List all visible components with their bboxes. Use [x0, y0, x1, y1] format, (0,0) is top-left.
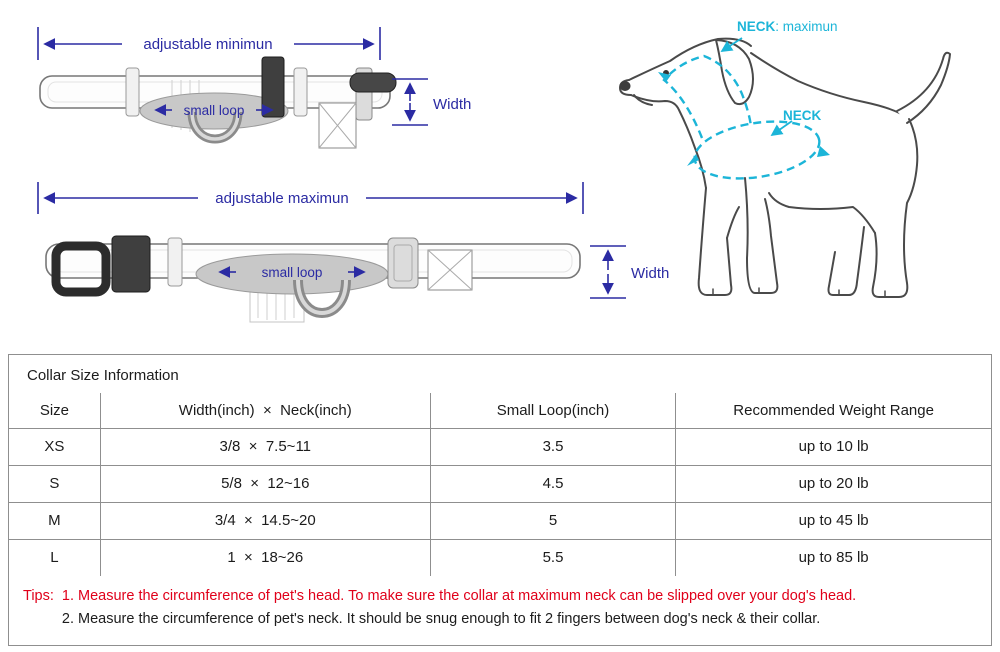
- cell-weight: up to 20 lb: [675, 464, 992, 503]
- adjustable-min-label: adjustable minimun: [143, 36, 272, 53]
- collar-max-measure-arrow: [37, 182, 584, 214]
- tips-lines: 1. Measure the circumference of pet's he…: [62, 585, 856, 631]
- dog-ear: [715, 39, 754, 106]
- tip-line-2: 2. Measure the circumference of pet's ne…: [61, 611, 821, 627]
- collar-max-graphic: [45, 235, 581, 323]
- neck-label: NECK: [783, 108, 822, 123]
- stitch-box: [427, 249, 473, 291]
- dog-tail: [896, 51, 951, 124]
- cell-size: M: [8, 501, 101, 540]
- collar-diagram: adjustable minimun s: [37, 19, 951, 323]
- strap-tip: [349, 72, 397, 93]
- col-header-width-neck: Width(inch) × Neck(inch): [99, 392, 431, 429]
- width-annotation-max: [590, 245, 626, 299]
- buckle-frame: [51, 241, 111, 297]
- width-label-max: Width: [631, 265, 669, 282]
- cell-small-loop: 3.5: [429, 427, 677, 466]
- col-header-weight: Recommended Weight Range: [675, 392, 992, 429]
- cell-width-neck: 3/4 × 14.5~20: [99, 501, 431, 540]
- cell-weight: up to 45 lb: [675, 501, 992, 540]
- table-row: L 1 × 18~26 5.5 up to 85 lb: [8, 538, 992, 577]
- tri-glide: [387, 237, 419, 289]
- collar-size-panel: Collar Size Information Size Width(inch)…: [8, 354, 992, 646]
- cell-weight: up to 85 lb: [675, 538, 992, 577]
- table-header-row: Size Width(inch) × Neck(inch) Small Loop…: [8, 392, 992, 429]
- cell-small-loop: 4.5: [429, 464, 677, 503]
- cell-size: XS: [8, 427, 101, 466]
- collar-min-measure-arrow: [37, 27, 381, 60]
- cell-small-loop: 5: [429, 501, 677, 540]
- tips-label: Tips:: [23, 588, 54, 604]
- slide-clamp: [261, 56, 285, 118]
- table-row: XS 3/8 × 7.5~11 3.5 up to 10 lb: [8, 427, 992, 466]
- stitch-box: [318, 102, 357, 149]
- slide-clamp: [111, 235, 151, 293]
- keeper-loop: [125, 67, 140, 117]
- small-loop-label-max: small loop: [262, 265, 323, 280]
- cell-size: L: [8, 538, 101, 577]
- width-label-min: Width: [433, 96, 471, 113]
- col-header-small-loop: Small Loop(inch): [429, 392, 677, 429]
- size-table: Size Width(inch) × Neck(inch) Small Loop…: [8, 392, 992, 577]
- neck-measure-lines: [658, 37, 830, 180]
- section-title: Collar Size Information: [27, 367, 179, 384]
- cell-width-neck: 3/8 × 7.5~11: [99, 427, 431, 466]
- cell-size: S: [8, 464, 101, 503]
- small-loop-annotation-max: small loop: [218, 265, 366, 280]
- collar-min-graphic: [39, 56, 397, 149]
- neck-maximum-label: NECK: maximun: [737, 19, 838, 34]
- cell-weight: up to 10 lb: [675, 427, 992, 466]
- small-loop-annotation-min: small loop: [154, 103, 274, 118]
- table-row: S 5/8 × 12~16 4.5 up to 20 lb: [8, 464, 992, 503]
- adjustable-max-label: adjustable maximun: [215, 190, 348, 207]
- tips-section: Tips: 1. Measure the circumference of pe…: [9, 576, 991, 631]
- width-annotation-min: [392, 78, 428, 126]
- keeper-loop: [167, 237, 183, 287]
- cell-width-neck: 1 × 18~26: [99, 538, 431, 577]
- small-loop-label-min: small loop: [184, 103, 245, 118]
- dog-nose: [619, 81, 631, 91]
- col-header-size: Size: [8, 392, 101, 429]
- tip-line-1: 1. Measure the circumference of pet's he…: [61, 588, 857, 604]
- small-loop-shape: [139, 92, 289, 130]
- cell-small-loop: 5.5: [429, 538, 677, 577]
- cell-width-neck: 5/8 × 12~16: [99, 464, 431, 503]
- keeper-loop: [293, 67, 308, 117]
- table-row: M 3/4 × 14.5~20 5 up to 45 lb: [8, 501, 992, 540]
